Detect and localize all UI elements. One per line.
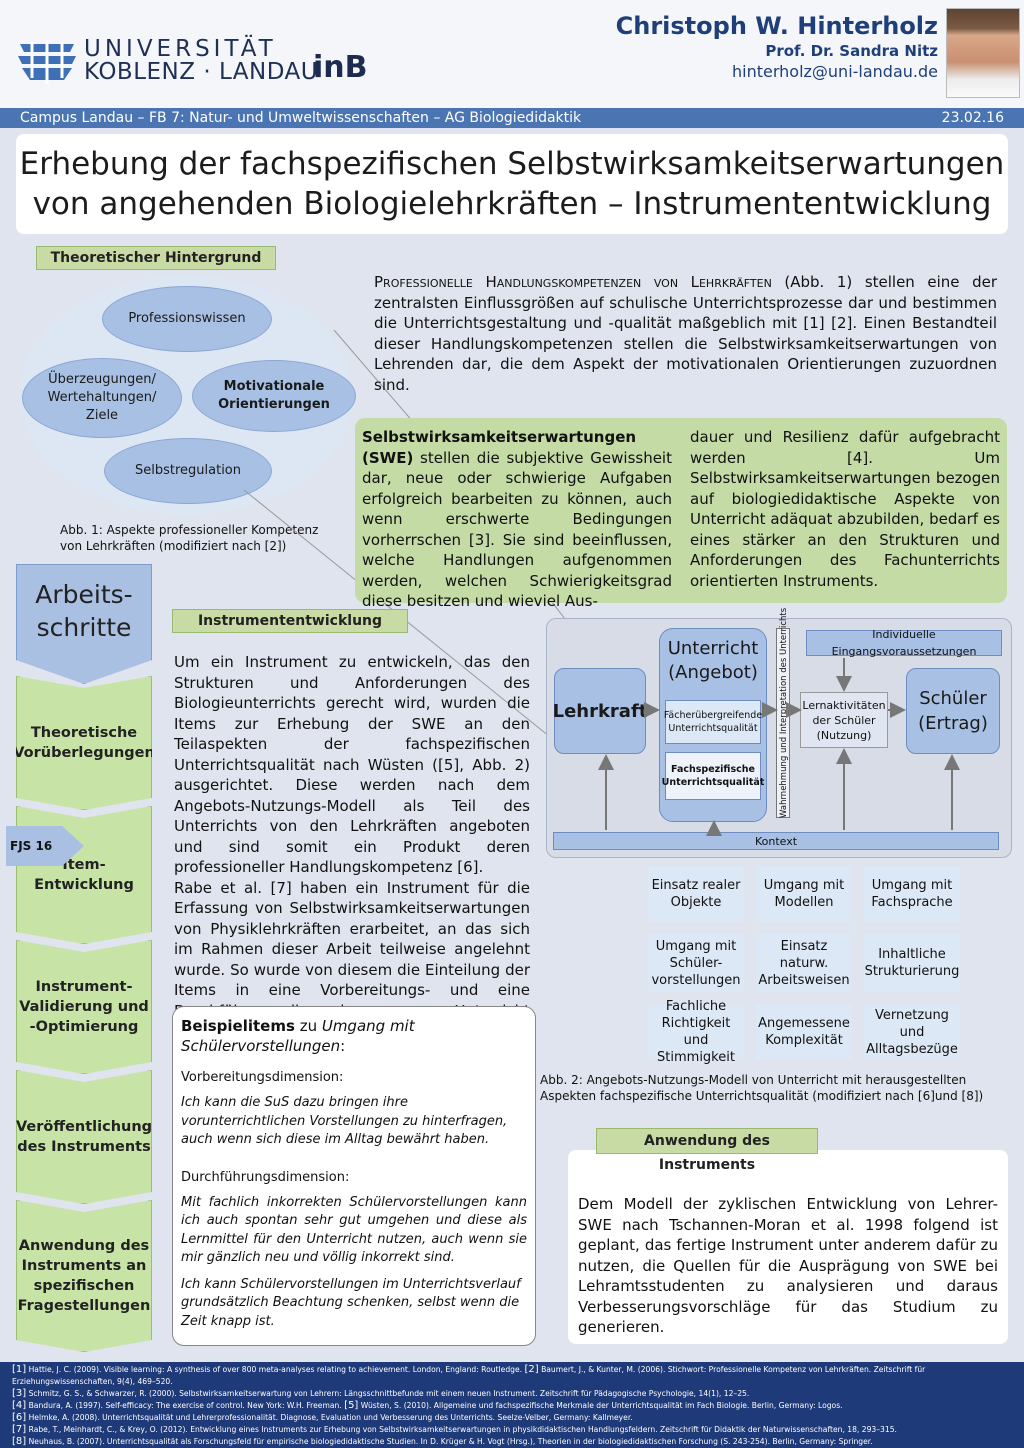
aspect-modelle: Umgang mit Modellen <box>756 866 852 922</box>
ref-num: [3] <box>12 1388 27 1399</box>
author-photo <box>946 8 1020 98</box>
title-line2: von angehenden Biologielehrkräften – Ins… <box>32 186 992 222</box>
reference-line: [1] Hattie, J. C. (2009). Visible learni… <box>12 1364 1014 1388</box>
swe-col1: Selbstwirksamkeitserwartungen (SWE) stel… <box>362 427 672 612</box>
ref-num: [1] <box>12 1364 27 1375</box>
ref-text: Helmke, A. (2008). Unterrichtsqualität u… <box>26 1413 633 1422</box>
swe-col1-text: stellen die subjektive Gewissheit dar, n… <box>362 448 672 611</box>
examples-heading-rest: zu <box>294 1017 322 1035</box>
swe-term: Selbstwirksamkeitserwartungen (SWE) <box>362 428 637 467</box>
ref-text: Hattie, J. C. (2009). Visible learning: … <box>26 1365 525 1374</box>
ref-text: Bandura, A. (1997). Self-efficacy: The e… <box>26 1401 345 1410</box>
ellipse-professionswissen: Professionswissen <box>102 286 272 352</box>
prep-label: Vorbereitungsdimension: <box>181 1070 344 1085</box>
ellipse-motivationale-orientierungen: Motivationale Orientierungen <box>192 360 356 432</box>
background-intro: Professionelle Handlungskompetenzen von … <box>374 272 997 395</box>
exec-label: Durchführungsdimension: <box>181 1169 350 1185</box>
intro-smallcaps: Professionelle Handlungskompetenzen von … <box>374 273 772 291</box>
application-text: Dem Modell der zyklischen Entwicklung vo… <box>578 1195 998 1336</box>
model-schueler: Schüler (Ertrag) <box>906 668 1000 754</box>
campus-bar: Campus Landau – FB 7: Natur- und Umweltw… <box>0 108 1024 128</box>
aspect-schuelervorstellungen: Umgang mit Schüler-vorstellungen <box>648 934 744 992</box>
ref-text: Baumert, J., & Kunter, M. (2006). Stichw… <box>12 1365 926 1386</box>
ref-text: Rabe, T., Meinhardt, C., & Krey, O. (201… <box>26 1425 897 1434</box>
ref-num: [2] <box>524 1364 539 1375</box>
aspect-komplexitaet: Angemessene Komplexität <box>756 1004 852 1060</box>
model-wahrnehmung-bar: Wahrnehmung und Interpretation des Unter… <box>776 608 790 818</box>
supervisor-name: Prof. Dr. Sandra Nitz <box>765 42 938 60</box>
aspect-vernetzung: Vernetzung und Alltagsbezüge <box>864 1004 960 1060</box>
ref-text: Schmitz, G. S., & Schwarzer, R. (2000). … <box>26 1389 750 1398</box>
model-fachspezifisch: Fachspezifische Unterrichtsqualität <box>662 752 764 800</box>
ellipse-ueberzeugungen: Überzeugungen/ Wertehaltungen/ Ziele <box>22 358 182 438</box>
examples-card: Beispielitems zu Umgang mit Schülervorst… <box>172 1006 536 1346</box>
application-heading: Anwendung des Instruments <box>596 1128 818 1173</box>
model-eingangsvoraussetzungen: Individuelle Eingangsvoraussetzungen <box>806 628 1002 658</box>
ref-num: [8] <box>12 1436 27 1447</box>
step-theoretische-vorueberlegungen: Theoretische Vorüberlegungen <box>16 676 152 810</box>
step-veroeffentlichung: Veröffentlichung des Instruments <box>16 1070 152 1204</box>
aspect-fachsprache: Umgang mit Fachsprache <box>864 866 960 922</box>
examples-heading-colon: : <box>340 1037 346 1055</box>
swe-box <box>355 418 1007 603</box>
step-item-entwicklung: Item-Entwicklung <box>16 806 152 944</box>
development-heading: Instrumententwicklung <box>172 609 408 633</box>
ref-text: Neuhaus, B. (2007). Unterrichtsqualität … <box>26 1437 873 1446</box>
aspect-strukturierung: Inhaltliche Strukturierung <box>864 934 960 992</box>
model-arrows <box>598 658 960 836</box>
model-unterricht-label: Unterricht (Angebot) <box>667 638 759 683</box>
step-instrument-validierung: Instrument- Validierung und -Optimierung <box>16 940 152 1074</box>
aspect-reale-objekte: Einsatz realer Objekte <box>648 866 744 922</box>
swe-col2: dauer und Resilienz dafür aufgebracht we… <box>690 428 1000 590</box>
model-kontext: Kontext <box>553 832 999 850</box>
university-line2: KOBLENZ · LANDAU <box>84 59 319 85</box>
author-email[interactable]: hinterholz@uni-landau.de <box>732 62 938 81</box>
application-card <box>568 1150 1008 1344</box>
poster-date: 23.02.16 <box>941 110 1004 126</box>
examples-heading: Beispielitems zu Umgang mit Schülervorst… <box>181 1016 527 1056</box>
prep-item: Ich kann die SuS dazu bringen ihre vorun… <box>181 1095 508 1147</box>
figure1-caption: Abb. 1: Aspekte professioneller Kompeten… <box>60 523 319 553</box>
ellipse-selbstregulation: Selbstregulation <box>104 438 272 504</box>
model-faecheruebergreifend: Fächerübergreifende Unterrichtsqualität <box>664 700 762 744</box>
university-line1: UNIVERSITÄT <box>84 36 277 62</box>
reference-line: [8] Neuhaus, B. (2007). Unterrichtsquali… <box>12 1436 1014 1448</box>
ref-num: [6] <box>12 1412 27 1423</box>
figure2-caption: Abb. 2: Angebots-Nutzungs-Modell von Unt… <box>540 1073 984 1103</box>
ref-num: [7] <box>12 1424 27 1435</box>
development-text: Um ein Instrument zu entwickeln, das den… <box>174 652 530 1042</box>
model-lernaktivitaeten: Lernaktivitäten der Schüler (Nutzung) <box>800 692 888 748</box>
step-anwendung: Anwendung des Instruments an spezifische… <box>16 1200 152 1352</box>
reference-line: [3] Schmitz, G. S., & Schwarzer, R. (200… <box>12 1388 1014 1400</box>
examples-heading-italic: Umgang mit Schülervorstellungen <box>181 1017 415 1055</box>
reference-line: [7] Rabe, T., Meinhardt, C., & Krey, O. … <box>12 1424 1014 1436</box>
aspect-richtigkeit: Fachliche Richtigkeit und Stimmigkeit <box>648 999 744 1065</box>
title-line1: Erhebung der fachspezifischen Selbstwirk… <box>19 146 1005 182</box>
exec-item2: Ich kann Schülervorstellungen im Unterri… <box>181 1276 521 1329</box>
model-lehrkraft: Lehrkraft <box>553 668 647 754</box>
poster-title: Erhebung der fachspezifischen Selbstwirk… <box>16 134 1008 234</box>
poster-header <box>0 0 1024 110</box>
inb-logo: inB <box>313 50 368 85</box>
aspect-arbeitsweisen: Einsatz naturw. Arbeitsweisen <box>756 934 852 992</box>
references: [1] Hattie, J. C. (2009). Visible learni… <box>0 1362 1024 1448</box>
author-name: Christoph W. Hinterholz <box>615 12 938 40</box>
exec-item1: Mit fachlich inkorrekten Schülervorstell… <box>181 1194 527 1266</box>
campus-line: Campus Landau – FB 7: Natur- und Umweltw… <box>20 110 582 126</box>
intro-text: (Abb. 1) stellen eine der zentralsten Ei… <box>374 273 997 394</box>
ref-num: [5] <box>344 1400 359 1411</box>
reference-line: [4] Bandura, A. (1997). Self-efficacy: T… <box>12 1400 1014 1412</box>
development-para1: Um ein Instrument zu entwickeln, das den… <box>174 653 530 876</box>
examples-heading-bold: Beispielitems <box>181 1017 295 1035</box>
university-name: UNIVERSITÄT KOBLENZ · LANDAU <box>84 38 318 84</box>
steps-header: Arbeits- schritte <box>16 564 152 684</box>
reference-line: [6] Helmke, A. (2008). Unterrichtsqualit… <box>12 1412 1014 1424</box>
background-heading: Theoretischer Hintergrund <box>36 246 276 270</box>
ref-num: [4] <box>12 1400 27 1411</box>
ref-text: Wüsten, S. (2010). Allgemeine und fachsp… <box>358 1401 843 1410</box>
author-block: Christoph W. Hinterholz Prof. Dr. Sandra… <box>600 12 938 81</box>
university-logo-icon <box>18 40 76 84</box>
